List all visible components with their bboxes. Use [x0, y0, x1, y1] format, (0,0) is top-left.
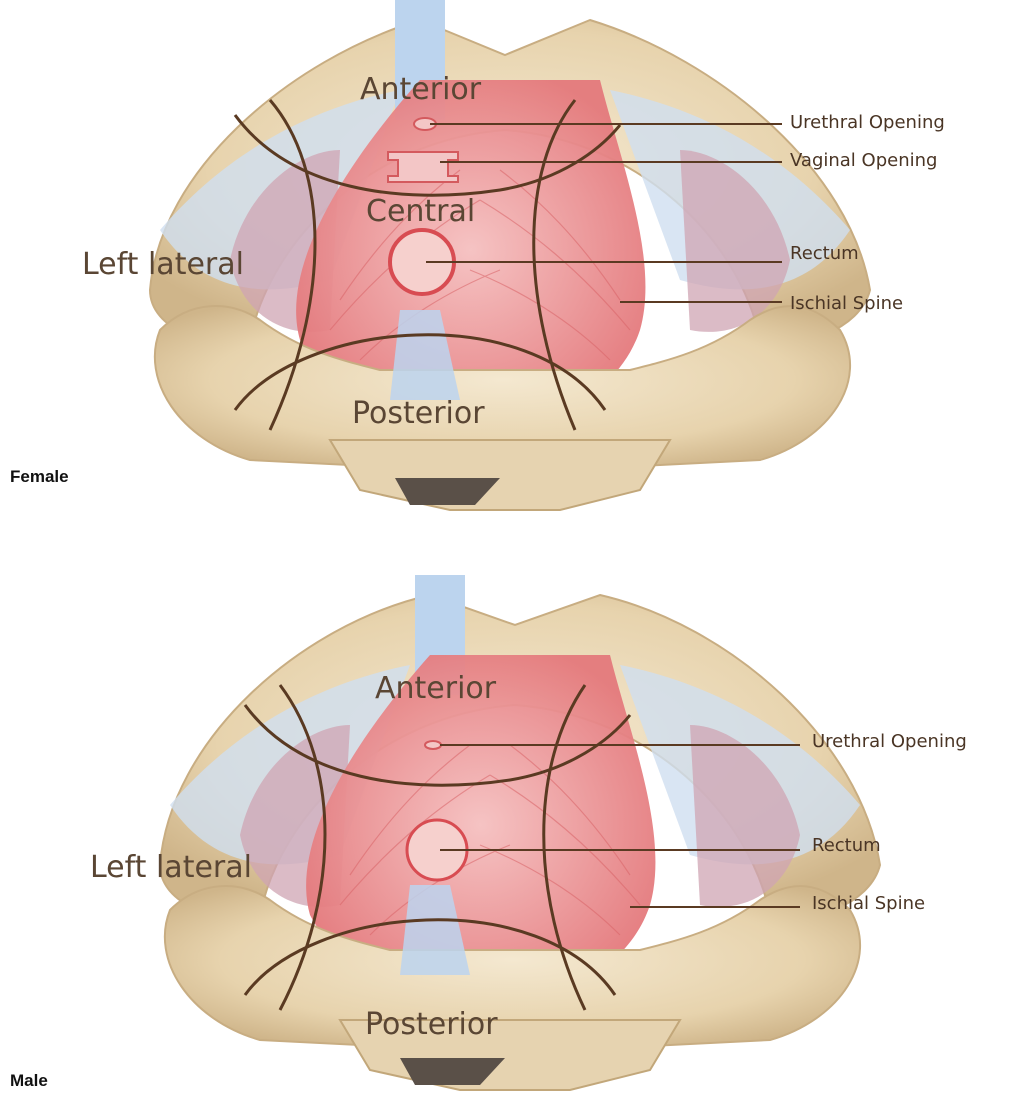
callout-urethral-opening: Urethral Opening	[790, 112, 945, 133]
region-label-posterior: Posterior	[365, 1007, 498, 1042]
region-label-anterior: Anterior	[360, 72, 481, 107]
region-label-central: Central	[366, 194, 475, 229]
callout-rectum: Rectum	[812, 835, 881, 856]
vaginal-opening-mark	[388, 152, 458, 182]
sacrum	[330, 440, 670, 510]
urethral-opening-mark	[425, 741, 441, 749]
region-label-anterior: Anterior	[375, 671, 496, 706]
caption-female: Female	[10, 467, 69, 487]
callout-ischial-spine: Ischial Spine	[790, 293, 903, 314]
callout-ischial-spine: Ischial Spine	[812, 893, 925, 914]
region-label-left-lateral: Left lateral	[90, 850, 252, 885]
caption-male: Male	[10, 1071, 48, 1091]
region-label-posterior: Posterior	[352, 396, 485, 431]
callout-rectum: Rectum	[790, 243, 859, 264]
region-label-left-lateral: Left lateral	[82, 247, 244, 282]
callout-vaginal-opening: Vaginal Opening	[790, 150, 937, 171]
female-pelvic-floor-diagram: Anterior Central Left lateral Posterior …	[0, 0, 1011, 545]
male-pelvic-floor-diagram: Anterior Left lateral Posterior Urethral…	[0, 565, 1011, 1119]
callout-urethral-opening: Urethral Opening	[812, 731, 967, 752]
